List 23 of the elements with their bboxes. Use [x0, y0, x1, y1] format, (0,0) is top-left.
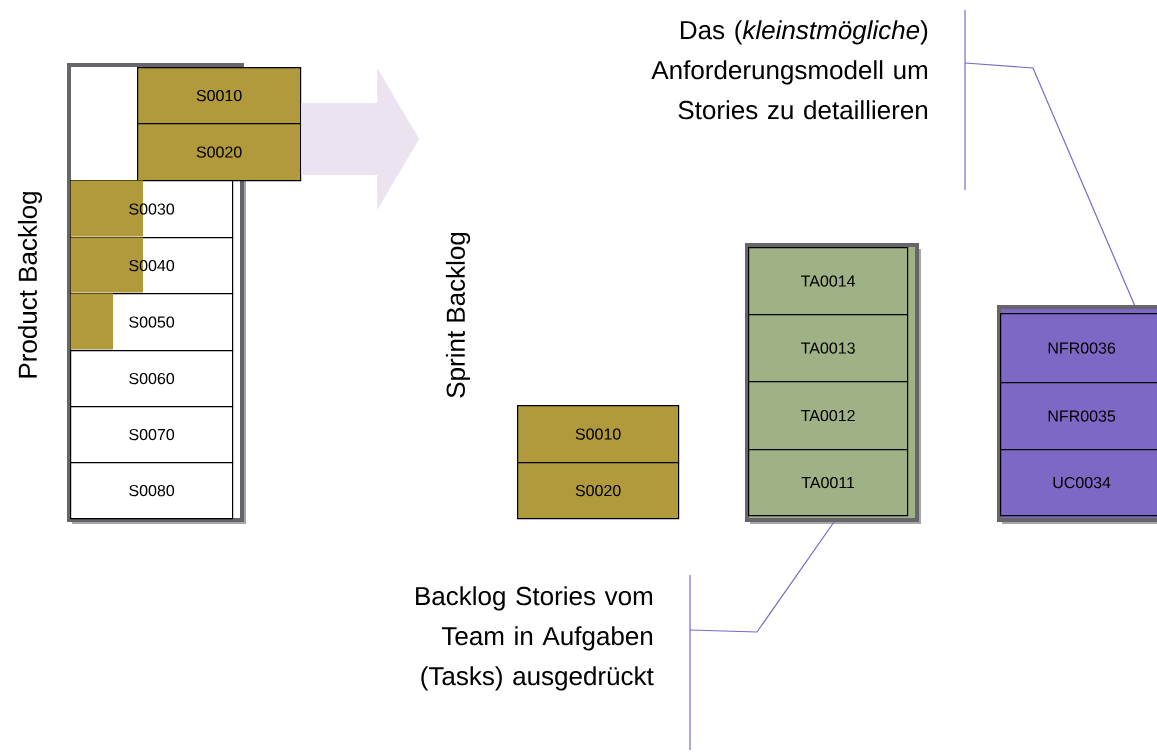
block-arrow — [301, 68, 420, 211]
leader-line — [964, 62, 1136, 306]
story-card: TA0012 — [748, 381, 909, 451]
node-label: NFR0035 — [1048, 410, 1116, 422]
story-card: TA0013 — [748, 314, 909, 383]
story-card: S0070 — [70, 406, 234, 464]
story-card: S0050 — [70, 293, 234, 352]
story-card: TA0014 — [748, 247, 909, 316]
story-card: NFR0036 — [1000, 313, 1157, 384]
story-card: S0020 — [137, 123, 302, 182]
story-card: S0020 — [517, 462, 680, 520]
story-card: S0080 — [70, 462, 234, 520]
annotation: Das (kleinstmögliche) Anforderungsmodell um Stories zu detaillieren — [651, 20, 928, 120]
heading: Sprint Backlog — [445, 232, 471, 398]
story-card: NFR0035 — [1000, 382, 1157, 451]
story-card: TA0011 — [748, 449, 909, 517]
story-card: S0010 — [517, 405, 680, 464]
leader-line — [689, 521, 835, 633]
annotation: Backlog Stories vom Team in Aufgaben (Tasks) ausgedrückt — [416, 586, 654, 691]
story-card: UC0034 — [1000, 449, 1157, 517]
heading: Product Backlog — [17, 192, 43, 378]
story-card: S0010 — [137, 67, 302, 125]
story-card: S0060 — [70, 350, 234, 408]
